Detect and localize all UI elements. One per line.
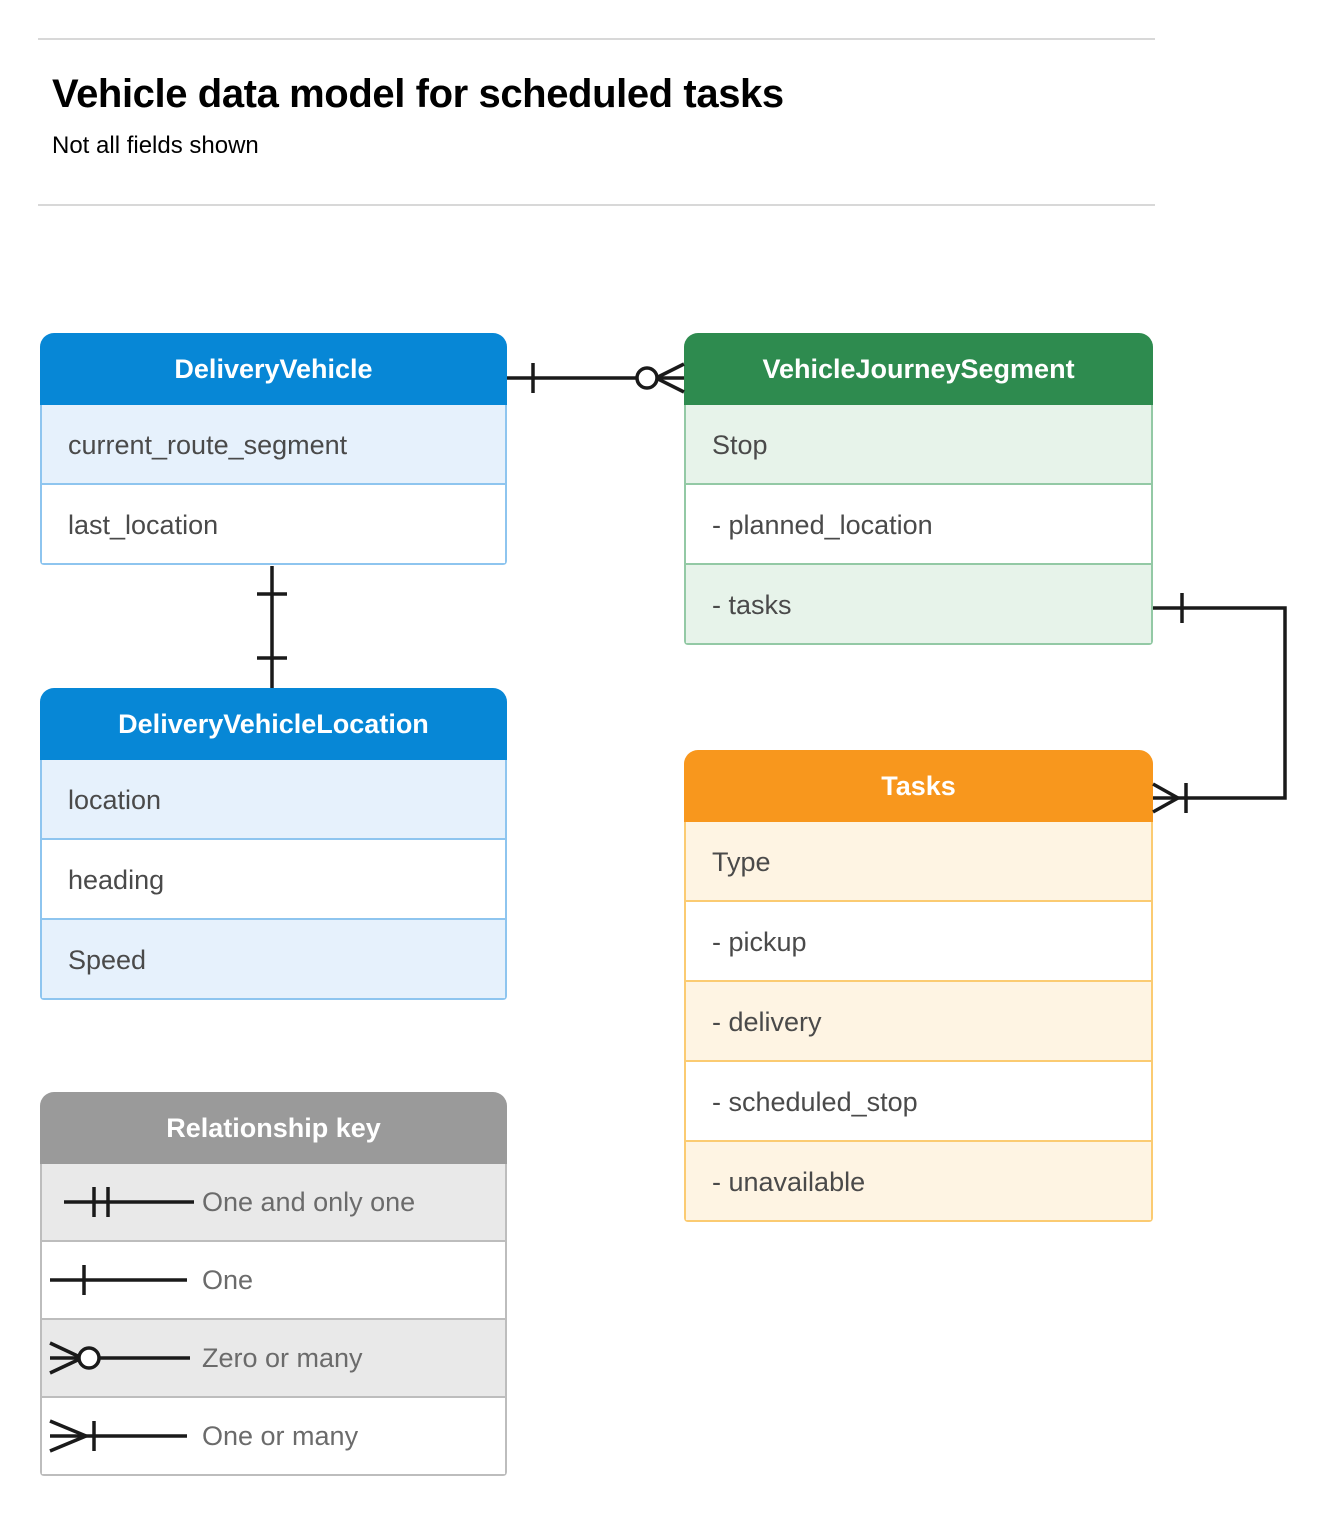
entity-row: - delivery [684,982,1153,1062]
header-divider-top [38,38,1155,40]
entity-delivery-vehicle-location[interactable]: DeliveryVehicleLocation location heading… [40,688,507,1000]
legend-row-zero-or-many: Zero or many [40,1320,507,1398]
entity-row: location [40,760,507,840]
page-title: Vehicle data model for scheduled tasks [52,72,784,116]
entity-row: current_route_segment [40,405,507,485]
entity-row: - scheduled_stop [684,1062,1153,1142]
legend-row-one: One [40,1242,507,1320]
entity-row: - pickup [684,902,1153,982]
entity-row: Type [684,822,1153,902]
legend-label: One or many [202,1420,359,1451]
legend-row-one-and-only-one: One and only one [40,1164,507,1242]
entity-row: - unavailable [684,1142,1153,1222]
legend-label: Zero or many [202,1342,363,1373]
entity-row: last_location [40,485,507,565]
entity-tasks[interactable]: Tasks Type - pickup - delivery - schedul… [684,750,1153,1222]
zero-or-many-icon [42,1319,202,1397]
entity-delivery-vehicle-location-title: DeliveryVehicleLocation [40,688,507,760]
legend-label: One and only one [202,1186,416,1217]
header-divider-bottom [38,204,1155,206]
legend-row-one-or-many: One or many [40,1398,507,1476]
entity-tasks-title: Tasks [684,750,1153,822]
entity-delivery-vehicle[interactable]: DeliveryVehicle current_route_segment la… [40,333,507,565]
entity-row: - planned_location [684,485,1153,565]
legend-label: One [202,1264,254,1295]
entity-row: - tasks [684,565,1153,645]
relationship-key-legend: Relationship key One and only one One [40,1092,507,1476]
one-and-only-one-icon [42,1163,202,1241]
entity-row: heading [40,840,507,920]
connector-delivery-vehicle-to-journey-segment [507,362,685,394]
entity-vehicle-journey-segment-title: VehicleJourneySegment [684,333,1153,405]
connector-delivery-vehicle-to-vehicle-location [257,566,287,688]
entity-vehicle-journey-segment[interactable]: VehicleJourneySegment Stop - planned_loc… [684,333,1153,645]
entity-delivery-vehicle-title: DeliveryVehicle [40,333,507,405]
entity-row: Stop [684,405,1153,485]
one-or-many-icon [42,1397,202,1475]
connector-journey-segment-tasks-to-tasks [1152,593,1287,814]
entity-row: Speed [40,920,507,1000]
page-subtitle: Not all fields shown [52,132,259,159]
one-icon [42,1241,202,1319]
legend-title: Relationship key [40,1092,507,1164]
